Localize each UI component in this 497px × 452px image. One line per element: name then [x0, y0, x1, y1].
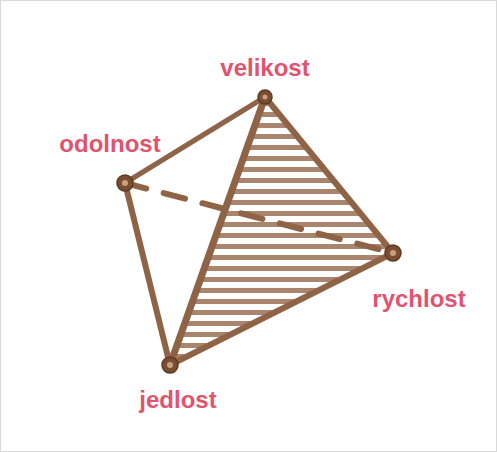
- vertex-label: jedlost: [139, 388, 216, 412]
- edge-line: [170, 253, 393, 365]
- vertex-dot: [162, 357, 178, 373]
- vertex-dot: [117, 175, 133, 191]
- hidden-edge: [125, 183, 393, 253]
- vertex-label: rychlost: [372, 287, 465, 311]
- vertex-dot: [258, 90, 272, 104]
- vertex-dot: [385, 245, 401, 261]
- vertex-label: velikost: [220, 56, 309, 80]
- edge-line: [125, 183, 170, 365]
- vertex-label: odolnost: [59, 132, 160, 156]
- edge-line: [265, 97, 393, 253]
